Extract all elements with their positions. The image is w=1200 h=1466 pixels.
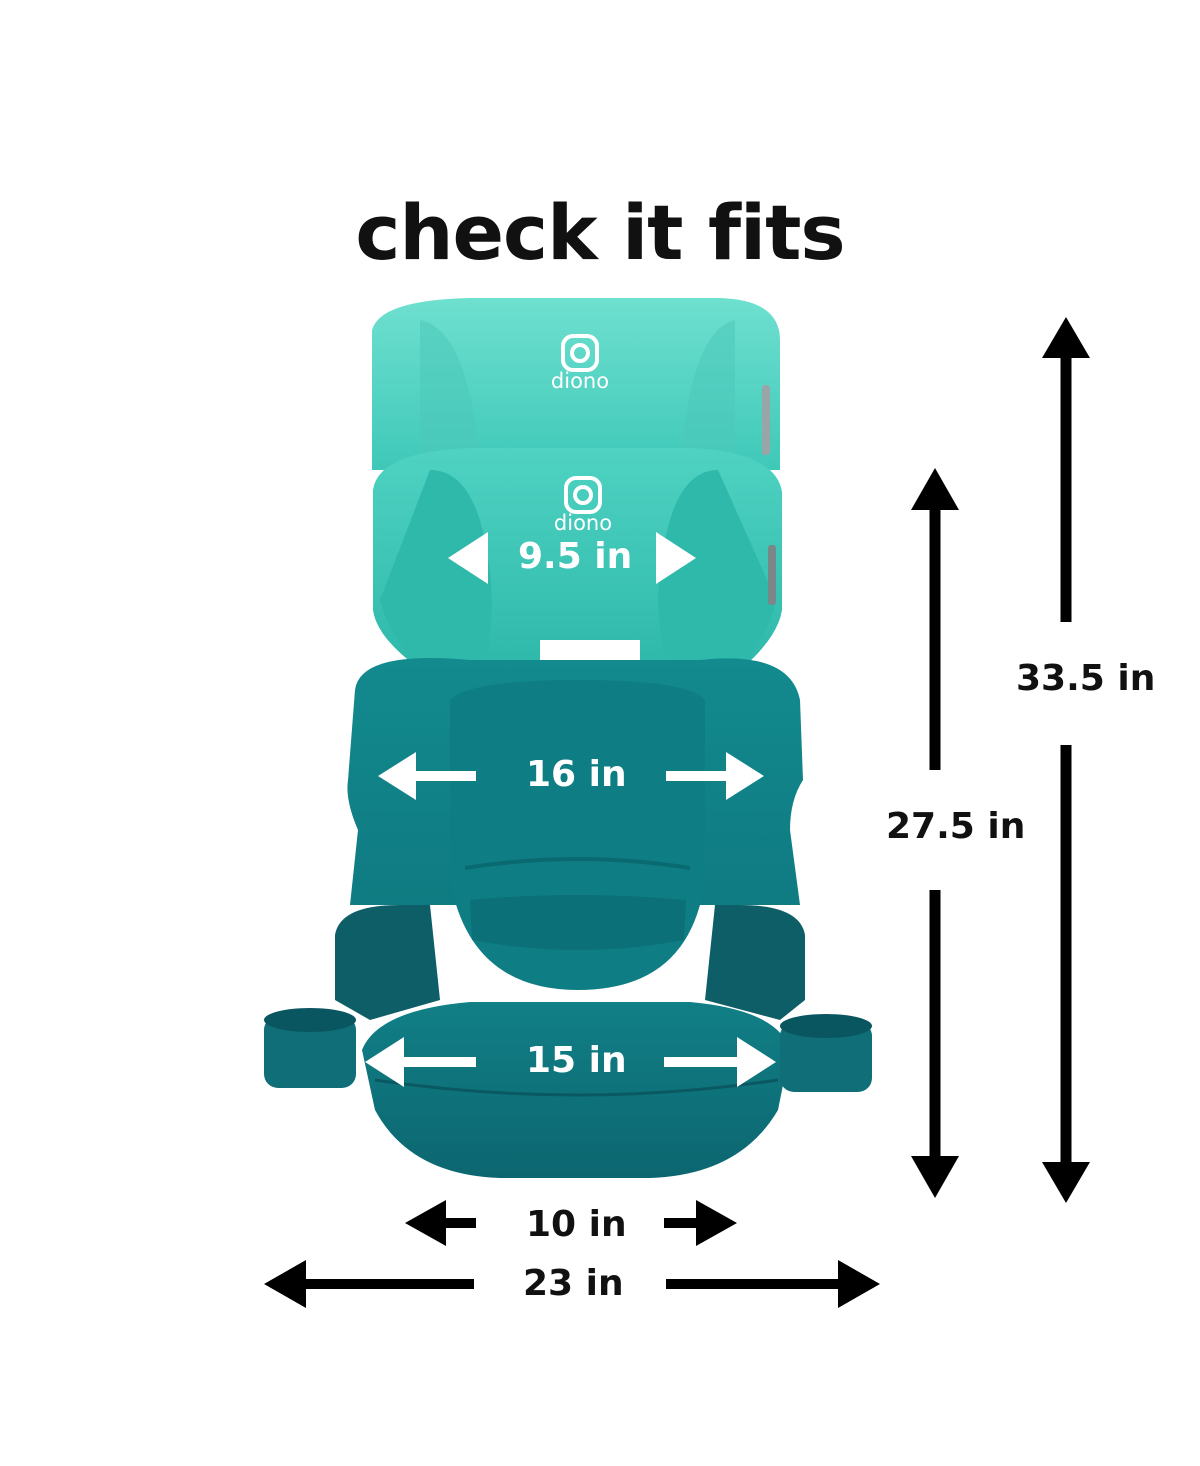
headrest: [373, 448, 782, 710]
headrest-width-arrows: [448, 532, 696, 584]
base-depth-label: 10 in: [526, 1204, 627, 1245]
brand-label-bottom: diono: [553, 511, 613, 535]
back-width-arrows: [378, 752, 764, 800]
booster-base: [335, 905, 805, 1178]
seat-width-arrows: [365, 1037, 776, 1087]
seat-width-label: 15 in: [526, 1040, 627, 1081]
headrest-width-label: 9.5 in: [518, 536, 633, 577]
base-depth-arrows: [405, 1200, 737, 1246]
brand-label-top: diono: [550, 369, 610, 393]
high-height-label: 33.5 in: [1016, 658, 1156, 699]
diono-logo-icon: [564, 476, 602, 514]
page-title: check it fits: [355, 188, 845, 277]
headrest-extended: [372, 298, 780, 470]
diono-logo-icon: [561, 334, 599, 372]
overall-width-arrows: [264, 1260, 880, 1308]
low-height-arrows: [911, 468, 959, 1198]
overall-width-label: 23 in: [523, 1263, 624, 1304]
seat-back: [347, 658, 803, 990]
cup-holder-left: [264, 1008, 356, 1088]
low-height-label: 27.5 in: [886, 806, 1026, 847]
cup-holder-right: [780, 1014, 872, 1092]
high-height-arrows: [1042, 317, 1090, 1203]
back-width-label: 16 in: [526, 754, 627, 795]
